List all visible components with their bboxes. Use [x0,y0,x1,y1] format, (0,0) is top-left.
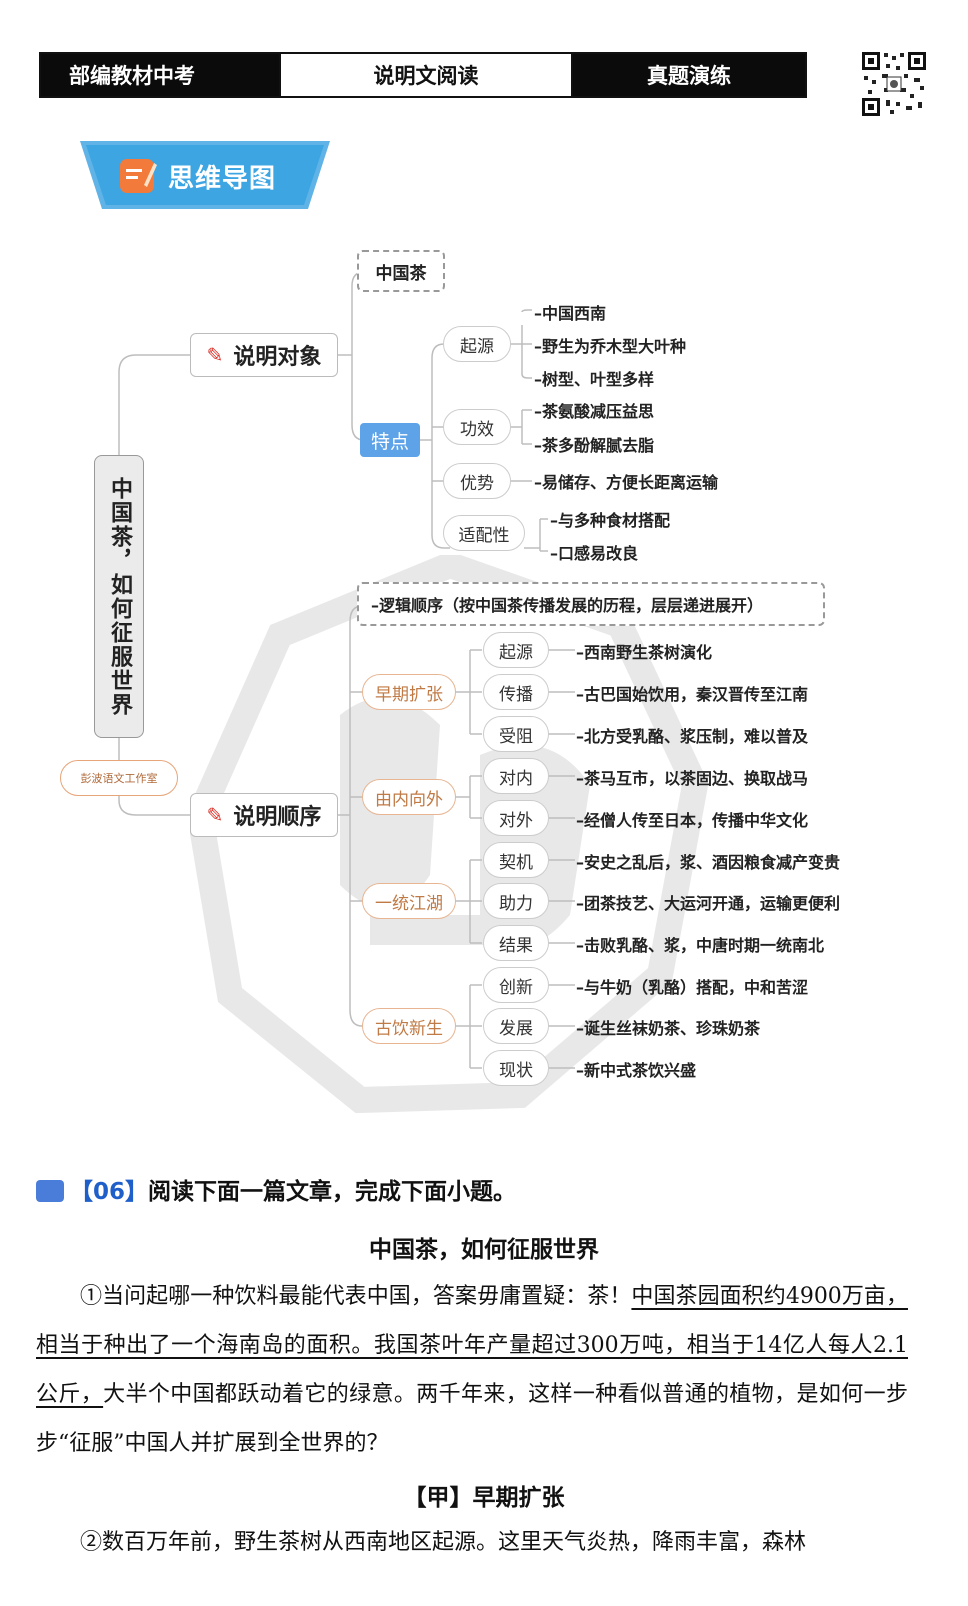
article-title: 中国茶，如何征服世界 [369,1237,599,1263]
leaf-text: –北方受乳酪、浆压制，难以普及 [576,727,809,746]
header-left: 部编教材中考 [41,54,279,96]
node-subject: 中国茶 [357,250,445,292]
leaf-text: –野生为乔木型大叶种 [534,337,687,356]
article-paragraph-1: ①当问起哪一种饮料最能代表中国，答案毋庸置疑：茶！中国茶园面积约4900万亩，相… [36,1272,908,1468]
leaf-text: –诞生丝袜奶茶、珍珠奶茶 [576,1019,761,1038]
node-key: 对内 [483,758,549,794]
question-line: 【06】阅读下面一篇文章，完成下面小题。 [36,1172,516,1206]
header-center: 说明文阅读 [279,54,573,96]
mindmap-root: 中国茶，如何征服世界 [94,455,144,738]
node-key: 创新 [483,967,549,1003]
node-key: 受阻 [483,716,549,752]
pencil-icon: ✎ [206,343,224,367]
node-key: 对外 [483,800,549,836]
node-key: 结果 [483,925,549,961]
leaf-text: –口感易改良 [550,544,639,563]
qr-code-icon[interactable] [860,50,928,118]
leaf-text: –古巴国始饮用，秦汉晋传至江南 [576,685,809,704]
node-order-label: 说明顺序 [233,805,322,830]
node-key: 发展 [483,1008,549,1044]
leaf-text: –中国西南 [534,304,607,323]
node-feature: 特点 [360,423,420,457]
node-stage-unify: 一统江湖 [362,883,456,919]
node-stage-reborn: 古饮新生 [362,1008,456,1044]
node-key: 契机 [483,842,549,878]
underlined-text: 中国茶园面积约4900万亩，相当于种出了一个海南岛的面积。我国茶叶年产量超过30… [36,1284,908,1407]
question-number: 【06】 [70,1179,149,1205]
leaf-text: –易储存、方便长距离运输 [534,473,719,492]
leaf-text: –经僧人传至日本，传播中华文化 [576,811,809,830]
leaf-text: –茶氨酸减压益思 [534,402,655,421]
node-key: 现状 [483,1050,549,1086]
leaf-text: –树型、叶型多样 [534,370,655,389]
leaf-text: –西南野生茶树演化 [576,643,713,662]
mindmap-connectors [118,271,575,1069]
node-key: 助力 [483,883,549,919]
leaf-text: –茶马互市，以茶固边、换取战马 [576,769,809,788]
paragraph-text: 大半个中国都跃动着它的绿意。两千年来，这样一种看似普通的植物，是如何一步步“征服… [36,1382,908,1456]
section-heading: 【甲】早期扩张 [403,1485,565,1511]
node-stage-early: 早期扩张 [362,674,456,710]
bookmark-icon [36,1180,64,1202]
node-logic-order: –逻辑顺序（按中国茶传播发展的历程，层层递进展开） [357,582,825,626]
leaf-text: –与多种食材搭配 [550,511,671,530]
node-key: 传播 [483,674,549,710]
mindmap-badge-icon [120,159,157,193]
banner-label: 思维导图 [168,164,277,194]
article-paragraph-2: ②数百万年前，野生茶树从西南地区起源。这里天气炎热，降雨丰富，森林 [80,1530,807,1555]
header-right: 真题演练 [573,54,805,96]
pencil-icon: ✎ [206,803,224,827]
node-object: ✎ 说明对象 [190,333,338,377]
question-prompt: 阅读下面一篇文章，完成下面小题。 [148,1179,517,1205]
header-bar: 部编教材中考 说明文阅读 真题演练 [39,52,807,98]
node-group-adaptability: 适配性 [443,515,525,551]
studio-stamp: 彭波语文工作室 [60,760,178,796]
leaf-text: –击败乳酪、浆，中唐时期一统南北 [576,936,825,955]
node-order: ✎ 说明顺序 [190,793,338,837]
paragraph-text: ①当问起哪一种饮料最能代表中国，答案毋庸置疑：茶！ [80,1284,632,1309]
node-group-advantage: 优势 [443,463,511,499]
leaf-text: –新中式茶饮兴盛 [576,1061,697,1080]
node-group-effect: 功效 [443,409,511,445]
node-group-origin: 起源 [443,326,511,362]
leaf-text: –茶多酚解腻去脂 [534,436,655,455]
node-stage-inout: 由内向外 [362,779,456,815]
node-object-label: 说明对象 [233,345,322,370]
node-key: 起源 [483,632,549,668]
leaf-text: –团茶技艺、大运河开通，运输更便利 [576,894,841,913]
leaf-text: –与牛奶（乳酪）搭配，中和苦涩 [576,978,809,997]
leaf-text: –安史之乱后，浆、酒因粮食减产变贵 [576,853,841,872]
